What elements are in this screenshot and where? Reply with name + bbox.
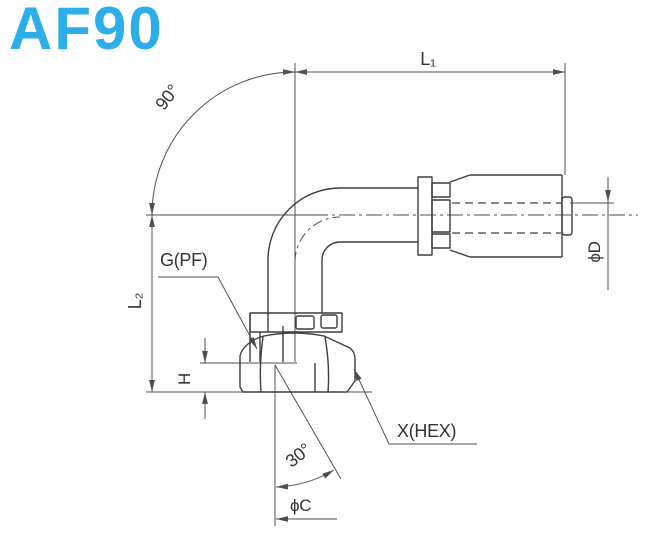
label-phi-c: ϕC [290, 496, 311, 515]
label-phi-d: ϕD [585, 241, 604, 262]
sleeve-bottom-edge [449, 249, 562, 258]
product-code: AF90 [9, 0, 164, 62]
swivel-nut-outline [239, 332, 356, 393]
crimp-band [431, 199, 451, 233]
sleeve-top-edge [449, 174, 562, 183]
nut-face-division-left [259, 336, 264, 393]
label-hex: X(HEX) [397, 421, 456, 441]
body-hex-flat-1 [295, 315, 315, 330]
hex-leader [353, 368, 477, 445]
bend-outer-curve [267, 187, 341, 261]
nut-face-division-right [324, 336, 330, 393]
bend-inner-curve [321, 241, 341, 261]
label-angle-30: 30° [282, 439, 315, 471]
centerline-bend [294, 216, 341, 263]
crimp-notch-top [431, 182, 451, 198]
body-hex-flat-2 [320, 314, 338, 329]
label-l2: L₂ [125, 292, 145, 309]
crimp-notch-bottom [431, 233, 451, 249]
label-angle-90: 90° [151, 81, 183, 114]
angle-90-arc [149, 69, 296, 216]
seat-slant-line [274, 364, 342, 480]
label-layer: L₁ L₂ 90° 30° G(PF) H X(HEX) ϕD ϕC [125, 49, 604, 515]
dimension-layer [146, 63, 638, 526]
sleeve-end-cap [561, 196, 573, 236]
angle-30-arc [275, 469, 335, 490]
label-l1: L₁ [420, 49, 436, 69]
label-h: H [175, 373, 194, 385]
fitting-body-layer [239, 174, 573, 393]
collar [417, 176, 433, 256]
thread-leader [158, 276, 258, 350]
label-thread: G(PF) [160, 250, 208, 270]
